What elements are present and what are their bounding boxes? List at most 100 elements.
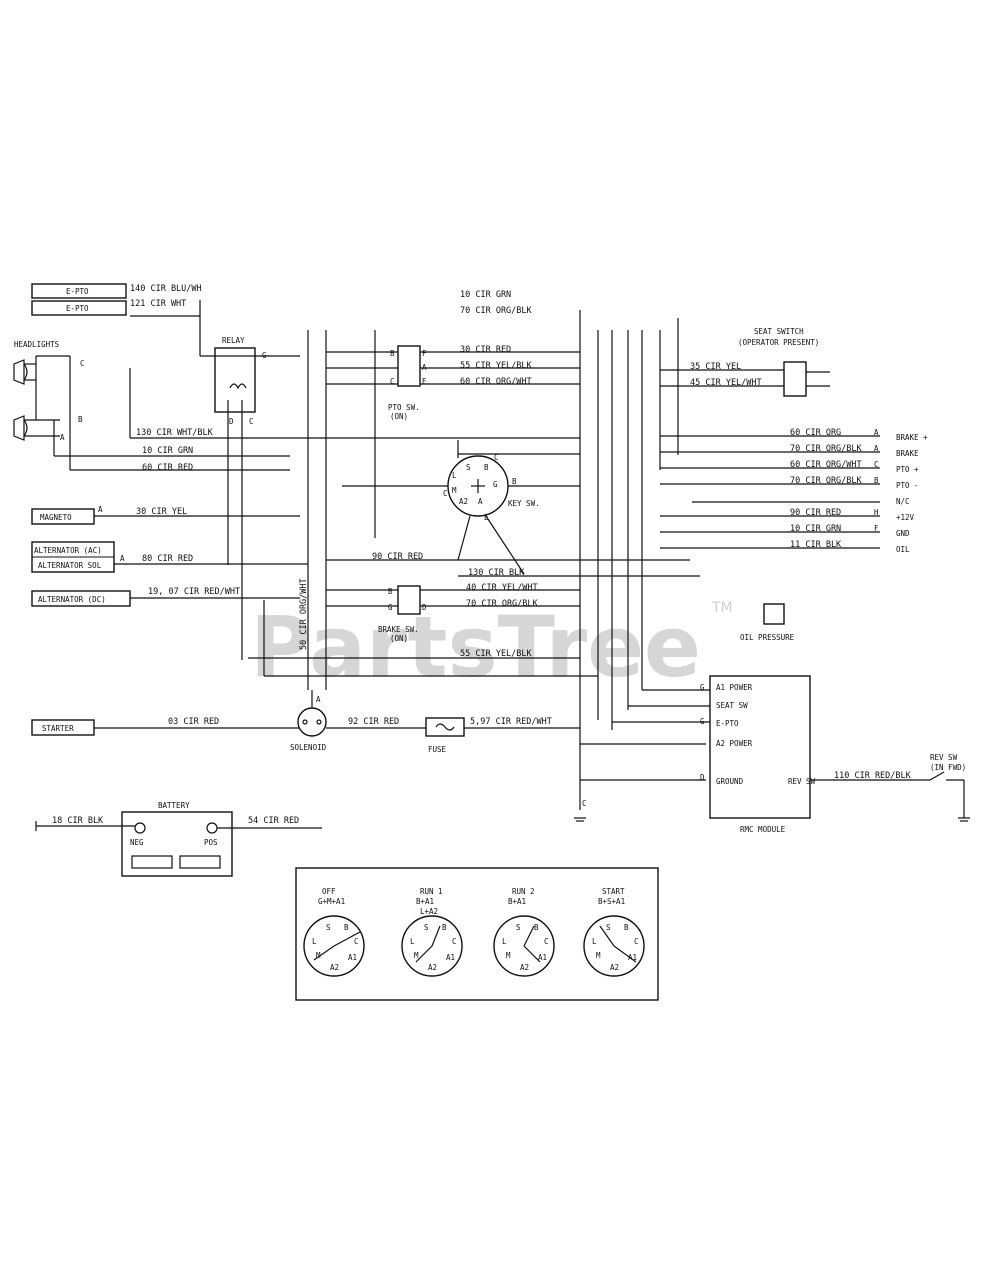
- rmc-module-label: RMC MODULE: [740, 825, 786, 834]
- wire-label-10: 10 CIR GRN: [142, 446, 193, 456]
- svg-text:D: D: [229, 417, 234, 426]
- svg-text:(ON): (ON): [390, 412, 408, 421]
- key-terminal-letter: S: [606, 923, 611, 932]
- right-wire-function: +12V: [896, 513, 915, 522]
- seat-switch-label: SEAT SWITCH: [754, 327, 804, 336]
- right-wire-pin: F: [874, 524, 879, 533]
- wire-label-35: 35 CIR YEL: [690, 362, 741, 372]
- svg-text:M: M: [452, 486, 457, 495]
- right-wire-function: OIL: [896, 545, 910, 554]
- svg-text:S: S: [466, 463, 471, 472]
- key-terminal-letter: A2: [330, 963, 339, 972]
- rmc-rev-label: REV SW: [788, 777, 816, 786]
- rmc-pin-label: SEAT SW: [716, 701, 748, 710]
- key-terminal-letter: B: [534, 923, 539, 932]
- rmc-pin-label: GROUND: [716, 777, 744, 786]
- wire-label-40: 40 CIR YEL/WHT: [466, 583, 538, 593]
- right-wire-pin: A: [874, 444, 879, 453]
- key-switch: S B L G M A2 A C B C E KEY SW.: [443, 453, 540, 522]
- key-terminal-letter: S: [516, 923, 521, 932]
- key-terminal-letter: M: [316, 951, 321, 960]
- key-terminal-letter: A2: [610, 963, 619, 972]
- svg-text:G: G: [700, 717, 705, 726]
- right-wire-row: 90 CIR RED H +12V: [660, 508, 915, 522]
- key-terminal-letter: A1: [348, 953, 357, 962]
- svg-text:G: G: [388, 603, 393, 612]
- svg-text:MAGNETO: MAGNETO: [40, 513, 72, 522]
- wire-label-55b: 55 CIR YEL/BLK: [460, 649, 533, 659]
- oil-pressure-label: OIL PRESSURE: [740, 633, 795, 642]
- key-terminal-letter: C: [452, 937, 457, 946]
- brake-switch: B G D BRAKE SW. (ON): [378, 585, 427, 643]
- key-position-combo2: L+A2: [420, 907, 438, 916]
- svg-text:A: A: [316, 695, 321, 704]
- wire-label-70-top: 70 CIR ORG/BLK: [460, 306, 533, 316]
- right-wire-label: 90 CIR RED: [790, 508, 841, 518]
- rev-sw-label: REV SW: [930, 753, 958, 762]
- svg-text:C: C: [80, 359, 85, 368]
- svg-text:ALTERNATOR (AC): ALTERNATOR (AC): [34, 546, 102, 555]
- svg-text:B: B: [388, 587, 393, 596]
- key-terminal-letter: B: [442, 923, 447, 932]
- key-terminal-letter: M: [506, 951, 511, 960]
- alternator-dc-box: ALTERNATOR (DC): [31, 590, 131, 607]
- wire-label-30yel: 30 CIR YEL: [136, 507, 187, 517]
- svg-text:C: C: [249, 417, 254, 426]
- key-terminal-letter: B: [624, 923, 629, 932]
- svg-text:PTO SW.: PTO SW.: [388, 403, 420, 412]
- right-wire-pin: H: [874, 508, 879, 517]
- oil-pressure-icon: [763, 603, 785, 625]
- svg-text:L: L: [452, 471, 457, 480]
- rmc-pin-label: A1 POWER: [716, 683, 753, 692]
- key-position-combo: G+M+A1: [318, 897, 345, 906]
- right-wire-label: 11 CIR BLK: [790, 540, 842, 550]
- svg-text:D: D: [422, 603, 427, 612]
- right-wire-row: 11 CIR BLK OIL: [660, 540, 910, 554]
- right-wire-label: 60 CIR ORG/WHT: [790, 460, 862, 470]
- key-terminal-letter: C: [634, 937, 639, 946]
- solenoid-icon: [297, 707, 327, 737]
- wire-label-92: 92 CIR RED: [348, 717, 399, 727]
- wire-label-597: 5,97 CIR RED/WHT: [470, 717, 552, 727]
- battery-label: BATTERY: [158, 801, 190, 810]
- svg-text:B: B: [512, 477, 517, 486]
- svg-text:POS: POS: [204, 838, 218, 847]
- svg-text:A: A: [120, 554, 125, 563]
- svg-text:ALTERNATOR SOL: ALTERNATOR SOL: [38, 561, 102, 570]
- key-position-name: RUN 1: [420, 887, 443, 896]
- right-wire-function: GND: [896, 529, 910, 538]
- svg-text:C: C: [443, 489, 448, 498]
- wire-label-50v: 50 CIR ORG/WHT: [299, 578, 309, 650]
- relay-label: RELAY: [222, 336, 245, 345]
- svg-text:KEY SW.: KEY SW.: [508, 499, 540, 508]
- key-terminal-letter: A1: [538, 953, 547, 962]
- wire-label-54: 54 CIR RED: [248, 816, 299, 826]
- wire-label-130: 130 CIR WHT/BLK: [136, 428, 214, 438]
- wire-label-140: 140 CIR BLU/WH: [130, 284, 202, 294]
- key-position-combo: B+A1: [508, 897, 526, 906]
- seat-switch-sub: (OPERATOR PRESENT): [738, 338, 819, 347]
- seat-switch-icon: [783, 361, 807, 397]
- alternator-box: ALTERNATOR (AC) ALTERNATOR SOL: [31, 541, 115, 573]
- key-terminal-letter: C: [544, 937, 549, 946]
- rmc-module-box: [709, 675, 811, 819]
- key-position-combo: B+S+A1: [598, 897, 625, 906]
- relay-coil-icon: [229, 383, 247, 390]
- svg-text:A2: A2: [459, 497, 468, 506]
- right-wire-row: N/C: [692, 497, 910, 506]
- right-wire-function: BRAKE +: [896, 433, 928, 442]
- wire-label-90: 90 CIR RED: [372, 552, 423, 562]
- svg-text:C: C: [390, 377, 395, 386]
- key-terminal-letter: B: [344, 923, 349, 932]
- svg-text:F: F: [422, 349, 427, 358]
- wire-label-121: 121 CIR WHT: [130, 299, 186, 309]
